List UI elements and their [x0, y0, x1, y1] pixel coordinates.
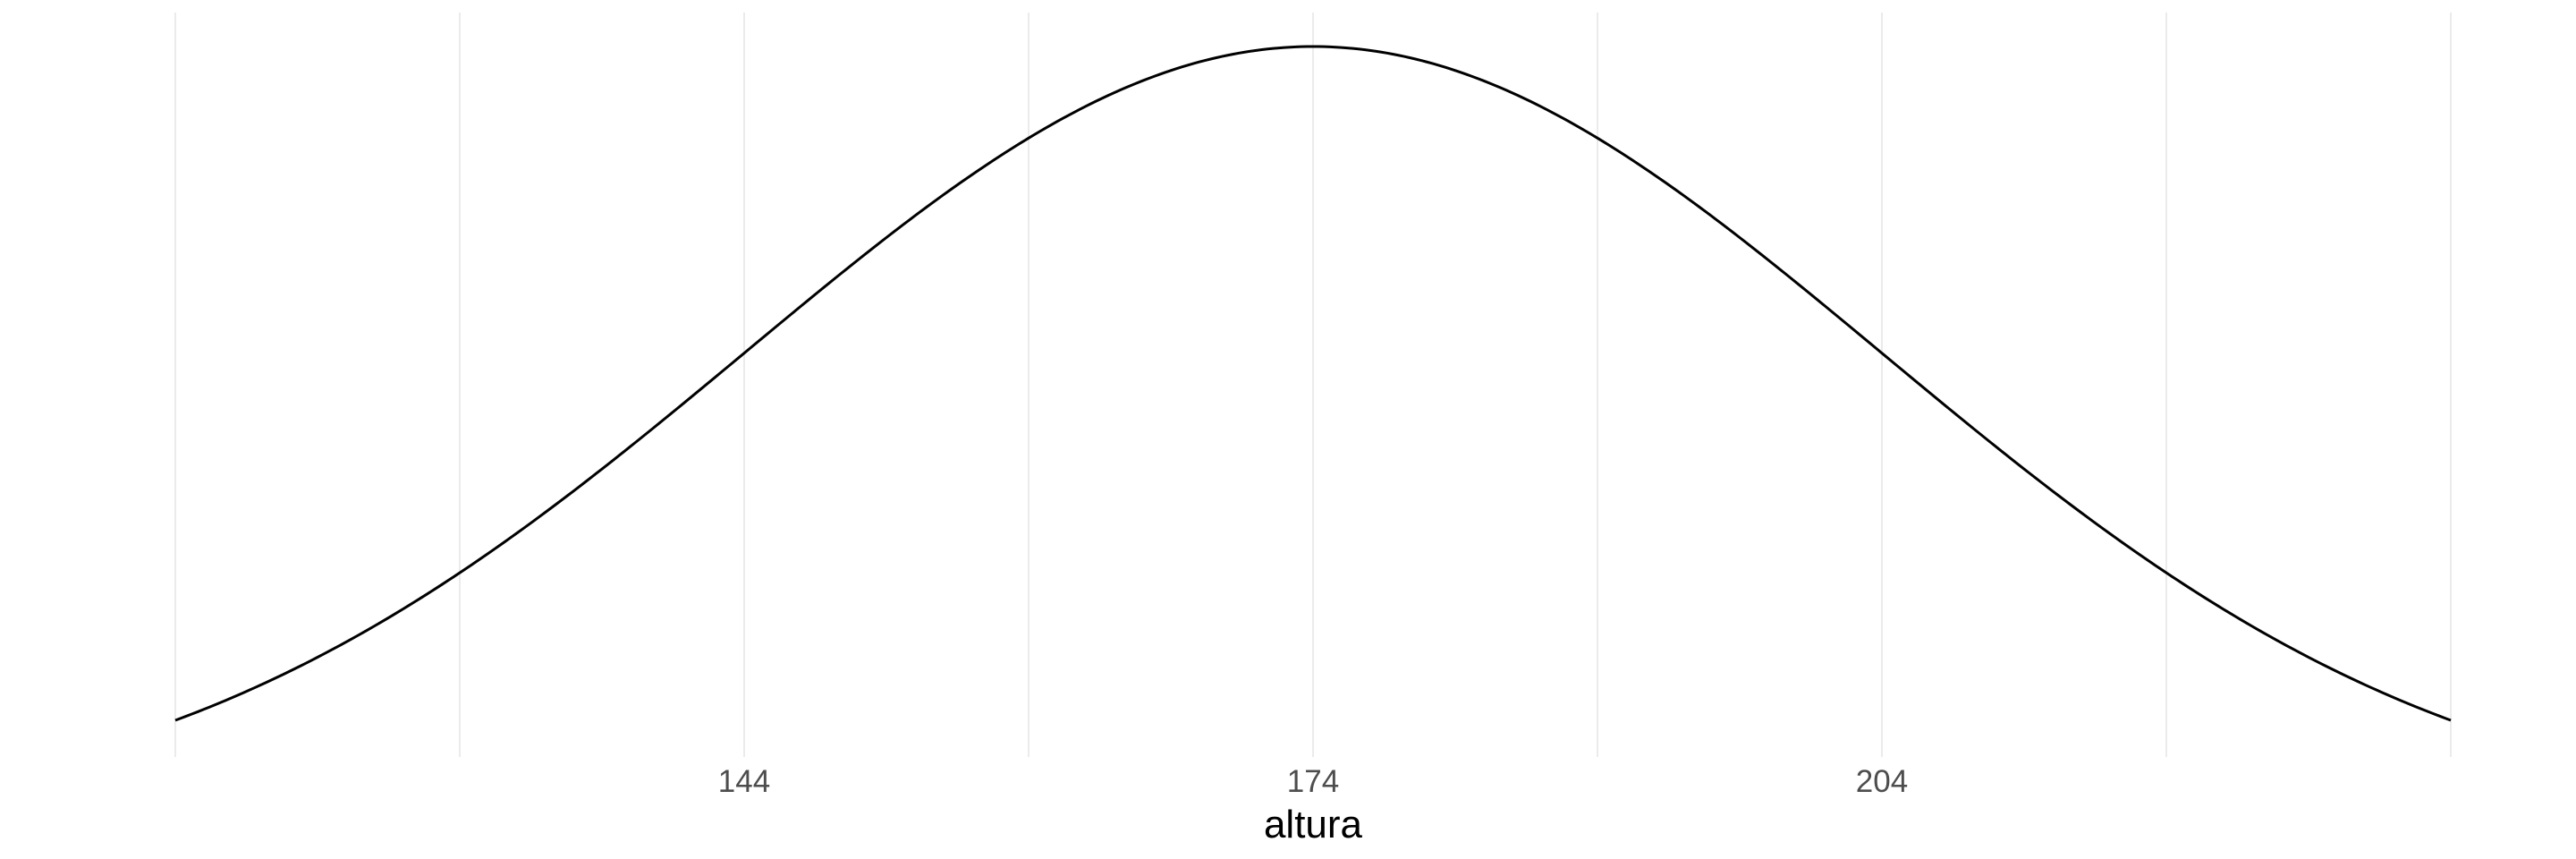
density-curve [174, 45, 2452, 722]
x-tick-labels: 144 174 204 [718, 764, 1908, 799]
grid-layer [174, 13, 2452, 757]
series-layer [174, 45, 2452, 722]
x-tick-label: 174 [1287, 764, 1339, 799]
x-tick-label: 144 [718, 764, 770, 799]
x-axis-title: altura [1264, 803, 1363, 846]
x-tick-label: 204 [1856, 764, 1908, 799]
